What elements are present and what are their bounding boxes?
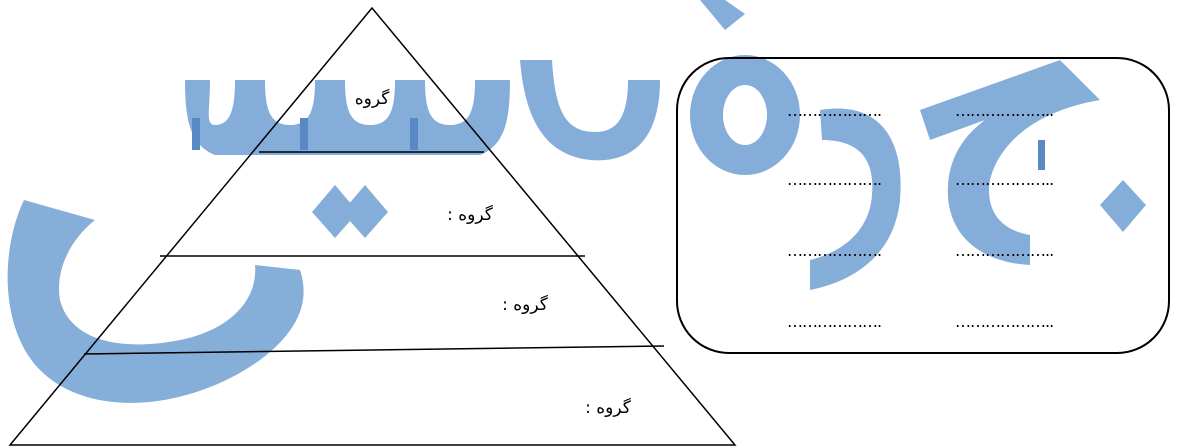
box-dots-r3-left: ………………. bbox=[787, 241, 882, 260]
pyramid-divider-3 bbox=[83, 345, 665, 355]
pyramid-label-2: گروه : bbox=[447, 204, 494, 225]
pyramid-label-3: گروه : bbox=[502, 294, 549, 315]
box-dots-r1-left: ………………. bbox=[787, 101, 882, 120]
box-dots-r3-right: ……………….. bbox=[955, 241, 1054, 260]
box-dots-r2-right: ……………….. bbox=[955, 170, 1054, 189]
box-dots-r1-right: ……………….. bbox=[955, 101, 1054, 120]
box-dots-r4-right: ……………….. bbox=[955, 312, 1054, 331]
pyramid-label-4: گروه : bbox=[585, 397, 632, 418]
rounded-box bbox=[676, 57, 1170, 354]
box-dots-r2-left: ………………. bbox=[787, 170, 882, 189]
pyramid-outline bbox=[8, 6, 737, 446]
watermark-logo bbox=[7, 0, 1146, 403]
pyramid-diagram bbox=[8, 6, 737, 446]
pyramid-label-top: گروه bbox=[355, 88, 390, 109]
box-dots-r4-left: ………………. bbox=[787, 312, 882, 331]
